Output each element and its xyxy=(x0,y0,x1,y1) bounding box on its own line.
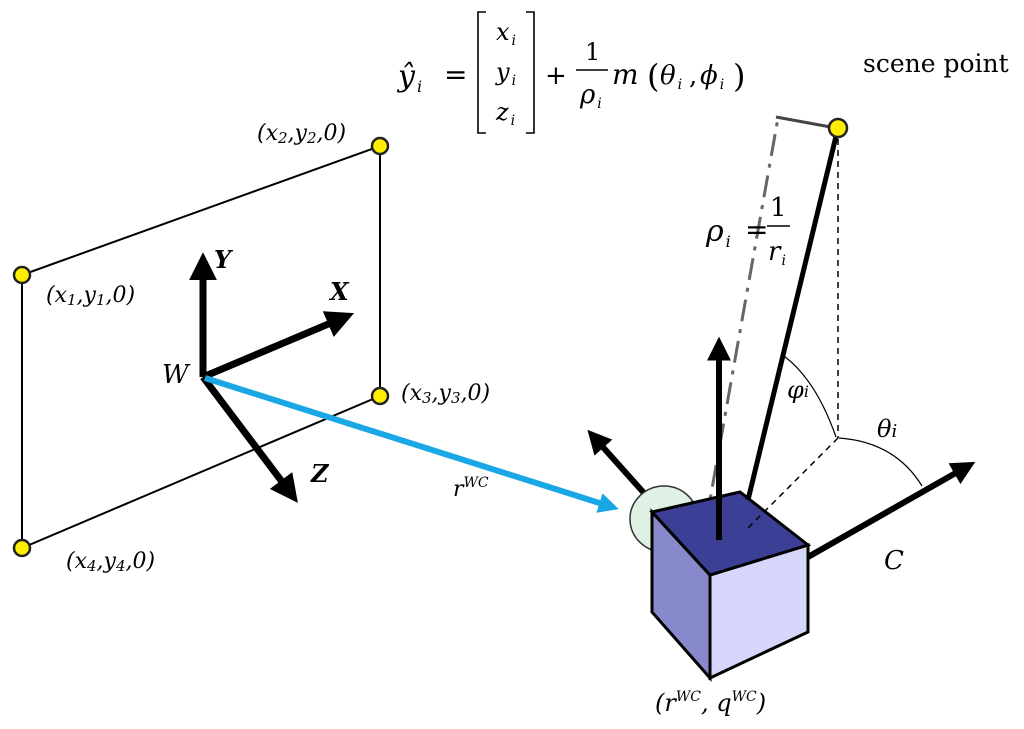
world-z-axis xyxy=(200,374,298,503)
svg-text:m: m xyxy=(612,58,639,91)
phi-label: φi xyxy=(787,376,809,404)
plane-corner-3 xyxy=(370,386,390,406)
world-origin-label: W xyxy=(162,360,191,390)
svg-text:zi: zi xyxy=(495,98,515,129)
svg-text:yi: yi xyxy=(495,58,516,89)
svg-text:θi: θi xyxy=(660,61,682,93)
world-y-label: Y xyxy=(214,245,234,274)
svg-text:xi: xi xyxy=(496,18,516,49)
scene-point-marker xyxy=(827,117,849,139)
corner-label-1: (x1,y1,0) xyxy=(46,283,135,309)
theta-label: θi xyxy=(877,415,897,443)
camera-pose-label: (rWC, qWC) xyxy=(655,689,766,717)
svg-text:ρi: ρi xyxy=(705,214,731,251)
svg-text:ϕi: ϕi xyxy=(700,61,724,93)
svg-text:1: 1 xyxy=(770,193,787,223)
svg-text:ri: ri xyxy=(768,237,786,269)
camera-axis-c xyxy=(806,461,976,560)
plane-corner-4 xyxy=(12,538,32,558)
svg-text:ρi: ρi xyxy=(579,80,602,112)
svg-text:1: 1 xyxy=(585,38,600,66)
ray-dashdot xyxy=(703,117,780,529)
scene-point-label: scene point xyxy=(863,49,1009,78)
vector-bracket-right xyxy=(526,11,535,134)
corner-label-2: (x2,y2,0) xyxy=(257,121,346,147)
translation-vector xyxy=(204,375,619,513)
corner-label-3: (x3,y3,0) xyxy=(401,381,490,407)
phi-arc xyxy=(783,355,837,438)
camera-cube-top xyxy=(649,490,812,577)
svg-text:+: + xyxy=(545,61,567,91)
camera-frame-label: C xyxy=(884,546,904,576)
svg-text:,: , xyxy=(689,61,697,91)
svg-text:(: ( xyxy=(647,57,659,95)
world-x-label: X xyxy=(328,277,350,306)
camera-axis-back xyxy=(587,429,655,504)
plane-corner-2 xyxy=(370,136,390,156)
plane-corner-1 xyxy=(12,265,32,285)
svg-text:): ) xyxy=(733,57,745,95)
svg-text:ŷi: ŷi xyxy=(396,59,422,96)
theta-arc xyxy=(838,437,923,487)
world-x-axis xyxy=(201,311,355,381)
corner-label-4: (x4,y4,0) xyxy=(66,549,155,575)
ray-to-scene-point xyxy=(745,127,841,501)
svg-text:=: = xyxy=(444,58,467,91)
world-z-label: Z xyxy=(310,459,330,488)
svg-text:=: = xyxy=(745,213,768,246)
translation-label: rWC xyxy=(453,475,489,502)
vector-bracket-left xyxy=(477,11,486,134)
ray-end-tick xyxy=(775,115,837,130)
